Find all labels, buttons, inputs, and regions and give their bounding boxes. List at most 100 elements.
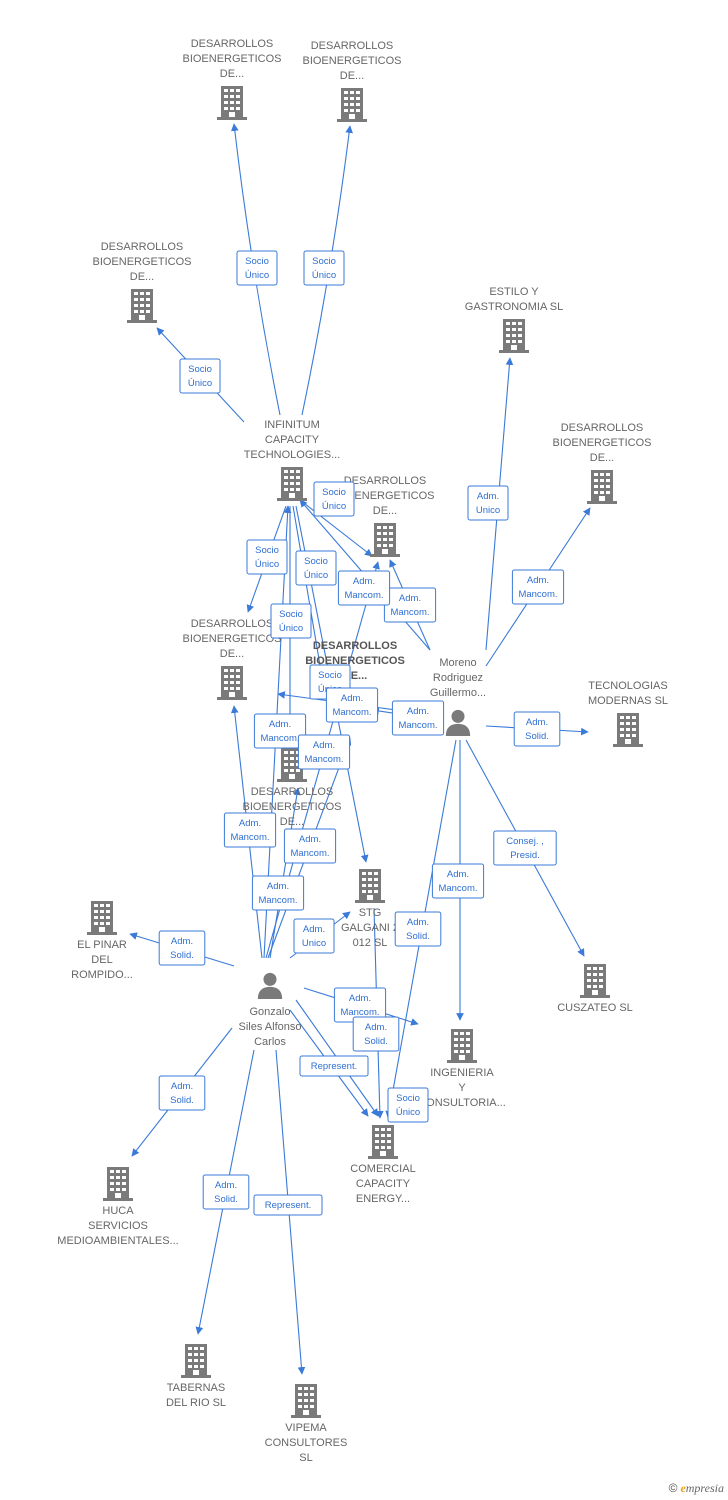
edge-line [292, 505, 325, 678]
edge-label[interactable]: Adm.Solid. [158, 1075, 206, 1111]
node-db3[interactable]: DESARROLLOSBIOENERGETICOSDE... [92, 241, 192, 323]
node-label: Guillermo... [430, 687, 486, 699]
edge-label[interactable]: Adm.Mancom. [511, 569, 565, 605]
edge-label-text: Adm. [399, 593, 421, 604]
brand-logo[interactable]: empresia [680, 1481, 724, 1495]
edge-label-text: Solid. [170, 950, 194, 961]
edge-label-text: Socio [255, 545, 279, 556]
edge-label[interactable]: Adm.Unico [293, 918, 335, 954]
edge-label[interactable]: Adm.Mancom. [297, 734, 351, 770]
building-icon [499, 319, 529, 353]
edge-label-box [387, 1087, 429, 1123]
edge-label-box [391, 700, 445, 736]
edge-label-box [179, 358, 221, 394]
edge-label-text: Único [255, 559, 279, 570]
edge-label[interactable]: Represent. [253, 1194, 323, 1216]
node-label: TABERNAS [167, 1382, 225, 1394]
node-db8[interactable]: DESARROLLOSBIOENERGETICOSDE... [242, 748, 342, 828]
edge-label[interactable]: Adm.Solid. [202, 1174, 250, 1210]
edge-label-text: Solid. [170, 1095, 194, 1106]
edge-label[interactable]: Adm.Mancom. [253, 713, 307, 749]
edge-label-text: Adm. [527, 575, 549, 586]
node-label: CONSULTORES [265, 1437, 348, 1449]
edge-label-text: Socio [318, 670, 342, 681]
edge-label-box [236, 250, 278, 286]
node-db6[interactable]: DESARROLLOSBIOENERGETICOSDE... [182, 618, 282, 700]
edge-label-text: Único [188, 378, 212, 389]
edge-label-text: Adm. [477, 491, 499, 502]
edge-label-text: Unico [476, 505, 500, 516]
node-comercial[interactable]: COMERCIALCAPACITYENERGY... [350, 1125, 416, 1205]
node-label: Moreno [439, 657, 476, 669]
building-icon [217, 666, 247, 700]
edge-label-text: Adm. [303, 924, 325, 935]
node-label: DE... [130, 271, 154, 283]
node-db1[interactable]: DESARROLLOSBIOENERGETICOSDE... [182, 38, 282, 120]
edge-label-text: Mancom. [304, 754, 343, 765]
edge-label-box [295, 550, 337, 586]
edge-label-text: Mancom. [344, 590, 383, 601]
edge-label-text: Adm. [299, 834, 321, 845]
node-db2[interactable]: DESARROLLOSBIOENERGETICOSDE... [302, 40, 402, 122]
edge-label-text: Socio [322, 487, 346, 498]
edge-label-box [467, 485, 509, 521]
building-icon [447, 1029, 477, 1063]
node-ingenieria[interactable]: INGENIERIAYCONSULTORIA... [418, 1029, 506, 1109]
edge-label-box [513, 711, 561, 747]
node-label: DESARROLLOS [344, 475, 427, 487]
edge-label[interactable]: Adm.Solid. [352, 1016, 400, 1052]
node-elpinar[interactable]: EL PINARDELROMPIDO... [71, 901, 133, 981]
edge-label[interactable]: Represent. [299, 1055, 369, 1077]
edge-label-text: Mancom. [258, 895, 297, 906]
node-label: DE... [340, 70, 364, 82]
node-moreno[interactable]: MorenoRodriguezGuillermo... [430, 657, 486, 736]
edge-label[interactable]: Adm.Solid. [394, 911, 442, 947]
edge-label[interactable]: Adm. Unico [467, 485, 509, 521]
edge-label[interactable]: Adm.Mancom. [223, 812, 277, 848]
edge-label[interactable]: Adm.Mancom. [337, 570, 391, 606]
edge-label[interactable]: Adm.Mancom. [391, 700, 445, 736]
edge-label-box [253, 1194, 323, 1216]
node-label: Siles Alfonso [239, 1021, 302, 1033]
edge-label[interactable]: Adm.Mancom. [325, 687, 379, 723]
edge-label-text: Adm. [267, 881, 289, 892]
edge-label[interactable]: Adm. Mancom. [251, 875, 305, 911]
edge-label-text: Mancom. [398, 720, 437, 731]
edge-label[interactable]: Adm.Solid. [513, 711, 561, 747]
edge-label[interactable]: Adm.Mancom. [383, 587, 437, 623]
edge-label-box [253, 713, 307, 749]
edge-label-text: Único [304, 570, 328, 581]
node-db5[interactable]: DESARROLLOSBIOENERGETICOSDE... [335, 475, 435, 557]
node-label: Carlos [254, 1036, 286, 1048]
node-cuszateo[interactable]: CUSZATEO SL [557, 964, 633, 1014]
edge-label[interactable]: Adm.Mancom. [283, 828, 337, 864]
node-label: CUSZATEO SL [557, 1002, 633, 1014]
building-icon [580, 964, 610, 998]
edge-gonzalo-to-db8 [269, 787, 301, 959]
edge-line [269, 787, 301, 959]
node-huca[interactable]: HUCASERVICIOSMEDIOAMBIENTALES... [57, 1167, 179, 1247]
edge-label-box [299, 1055, 369, 1077]
node-db4[interactable]: DESARROLLOSBIOENERGETICOSDE... [552, 422, 652, 504]
edge-label[interactable]: Adm.Solid. [158, 930, 206, 966]
node-label: ROMPIDO... [71, 969, 133, 981]
edge-label[interactable]: Consej. ,Presid. [493, 830, 557, 866]
node-infinitum[interactable]: INFINITUMCAPACITYTECHNOLOGIES... [244, 419, 341, 501]
building-icon [368, 1125, 398, 1159]
edge-label[interactable]: Adm.Mancom. [431, 863, 485, 899]
